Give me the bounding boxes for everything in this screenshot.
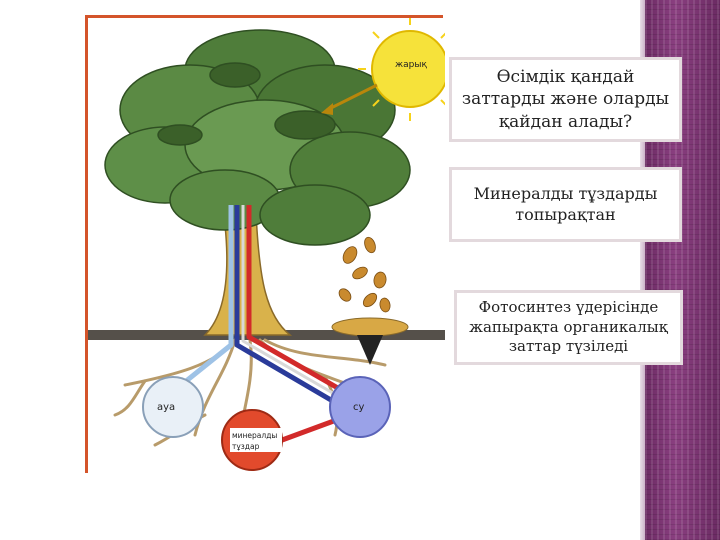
plant-nutrition-illustration: жарық ауа су минералды тұздар [85, 17, 445, 471]
minerals-label-line2: тұздар [232, 442, 260, 451]
light-arrow [326, 83, 378, 112]
sun [358, 17, 445, 121]
air-label: ауа [157, 402, 175, 413]
answer-text-minerals: Минералды тұздарды топырақтан [473, 183, 658, 224]
question-box: Өсімдік қандай заттарды және оларды қайд… [449, 57, 682, 142]
answer-text-photosynthesis: Фотосинтез үдерісінде жапырақта органика… [469, 298, 668, 356]
sun-label: жарық [395, 60, 427, 70]
water-bubble [329, 376, 391, 438]
water-label: су [353, 402, 364, 413]
down-arrow [357, 335, 383, 365]
answer-box-minerals: Минералды тұздарды топырақтан [449, 167, 682, 242]
falling-leaves [338, 236, 391, 313]
air-bubble [142, 376, 204, 438]
decorative-side-band [645, 0, 720, 540]
tree-foliage [104, 29, 411, 246]
slide-edge-stripe [640, 0, 646, 540]
illustration-frame [85, 15, 443, 473]
minerals-label-line1: минералды [232, 431, 277, 440]
question-text: Өсімдік қандай заттарды және оларды қайд… [461, 67, 670, 132]
answer-box-photosynthesis: Фотосинтез үдерісінде жапырақта органика… [454, 290, 683, 365]
minerals-label-bg [230, 428, 282, 452]
light-arrow-head [321, 103, 333, 115]
